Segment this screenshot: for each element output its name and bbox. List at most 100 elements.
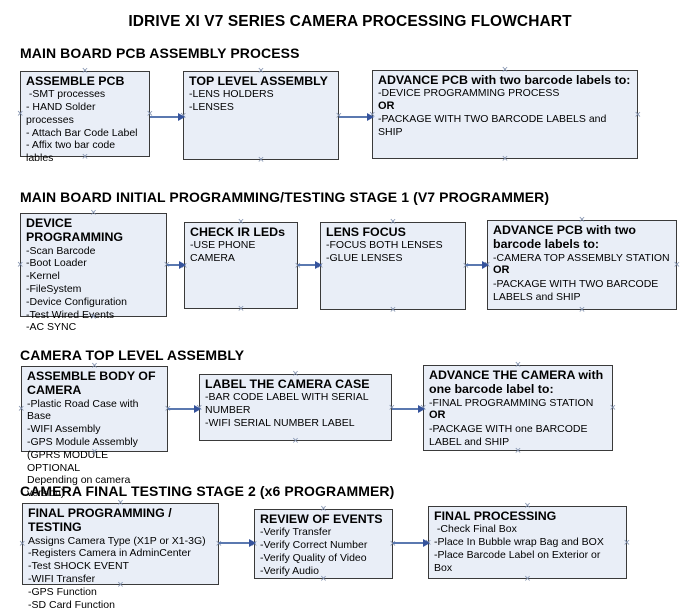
box-line: -CAMERA TOP ASSEMBLY STATION — [493, 251, 670, 264]
connector-handle-icon — [515, 448, 521, 454]
box-line: -PACKAGE WITH one BARCODE LABEL and SHIP — [429, 422, 591, 448]
box-line: - Affix two bar code lables — [26, 139, 119, 165]
connector-handle-icon — [292, 371, 298, 377]
flow-arrow — [168, 405, 201, 413]
box-line: -GPS Module Assembly — [27, 435, 138, 448]
box-line: -LENSES — [189, 101, 234, 114]
connector-handle-icon — [258, 68, 264, 74]
box-line: -Check Final Box — [434, 523, 517, 536]
connector-handle-icon — [610, 405, 616, 411]
connector-handle-icon — [635, 112, 641, 118]
box-line: -Kernel — [26, 270, 60, 283]
flow-arrow — [392, 405, 425, 413]
connector-handle-icon — [390, 219, 396, 225]
box-line: -DEVICE PROGRAMMING PROCESS — [378, 87, 560, 100]
box-line: -BAR CODE LABEL WITH SERIAL NUMBER — [205, 391, 372, 417]
box-line: -FileSystem — [26, 282, 82, 295]
flow-arrow — [393, 539, 430, 547]
box-title: LENS FOCUS — [326, 225, 406, 239]
connector-handle-icon — [258, 157, 264, 163]
box-line: -AC SYNC — [26, 321, 77, 334]
connector-handle-icon — [238, 306, 244, 312]
box-line: -GLUE LENSES — [326, 252, 403, 265]
connector-handle-icon — [390, 307, 396, 313]
box-line: Depending on camera version) — [27, 474, 134, 500]
box-line: -WIFI Assembly — [27, 423, 101, 436]
box-line: -SD Card Function — [28, 598, 115, 610]
connector-handle-icon — [292, 438, 298, 444]
connector-handle-icon — [91, 449, 97, 455]
box-line: -Place In Bubble wrap Bag and BOX — [434, 536, 604, 549]
box-line: -PACKAGE WITH TWO BARCODE LABELS and SHI… — [493, 277, 662, 303]
box-line-or: OR — [429, 409, 446, 422]
connector-handle-icon — [515, 362, 521, 368]
section-header-programming-stage1: MAIN BOARD INITIAL PROGRAMMING/TESTING S… — [20, 189, 550, 205]
box-title: FINAL PROCESSING — [434, 509, 557, 523]
box-assemble-pcb: ASSEMBLE PCB -SMT processes - HAND Solde… — [17, 71, 150, 164]
connector-handle-icon — [117, 500, 123, 506]
connector-handle-icon — [674, 262, 680, 268]
box-title: ASSEMBLE BODY OF CAMERA — [27, 369, 156, 398]
box-line: -FINAL PROGRAMMING STATION — [429, 396, 594, 409]
box-advance-pcb-ship-2: ADVANCE PCB with two barcode labels to: … — [487, 220, 677, 310]
box-line: -Plastic Road Case with Base — [27, 397, 142, 423]
box-line: -Verify Audio — [260, 564, 319, 577]
connector-handle-icon — [320, 506, 326, 512]
box-line: - Attach Bar Code Label — [26, 126, 138, 139]
box-line-or: OR — [493, 264, 510, 277]
connector-handle-icon — [17, 111, 23, 117]
box-lens-focus: LENS FOCUS -FOCUS BOTH LENSES -GLUE LENS… — [320, 222, 466, 310]
section-header-final-testing-stage2: CAMERA FINAL TESTING STAGE 2 (x6 PROGRAM… — [20, 483, 395, 499]
box-top-level-assembly: TOP LEVEL ASSEMBLY -LENS HOLDERS -LENSES — [183, 71, 339, 160]
box-line: -SMT processes — [26, 88, 106, 101]
box-final-programming-testing: FINAL PROGRAMMING / TESTING Assigns Came… — [19, 500, 219, 610]
connector-handle-icon — [17, 262, 23, 268]
box-line: -USE PHONE CAMERA — [190, 239, 259, 265]
box-title: TOP LEVEL ASSEMBLY — [189, 74, 328, 88]
connector-handle-icon — [117, 582, 123, 588]
flow-arrow — [339, 113, 374, 121]
box-title: ADVANCE PCB with two barcode labels to: — [378, 73, 631, 87]
box-advance-pcb-ship-1: ADVANCE PCB with two barcode labels to: … — [372, 70, 638, 159]
box-label-camera-case: LABEL THE CAMERA CASE -BAR CODE LABEL WI… — [199, 374, 392, 441]
connector-handle-icon — [19, 541, 25, 547]
flow-arrow — [298, 261, 322, 269]
box-line: -Scan Barcode — [26, 244, 96, 257]
box-title: CHECK IR LEDs — [190, 225, 286, 239]
connector-handle-icon — [624, 540, 630, 546]
connector-handle-icon — [82, 154, 88, 160]
box-line: -Place Barcode Label on Exterior or Box — [434, 548, 604, 574]
box-line: -LENS HOLDERS — [189, 88, 274, 101]
box-review-of-events: REVIEW OF EVENTS -Verify Transfer -Verif… — [254, 509, 393, 579]
box-line: -Registers Camera in AdminCenter — [28, 547, 191, 560]
connector-handle-icon — [91, 363, 97, 369]
box-title: FINAL PROGRAMMING / TESTING — [28, 506, 172, 535]
connector-handle-icon — [502, 67, 508, 73]
connector-handle-icon — [524, 503, 530, 509]
connector-handle-icon — [18, 406, 24, 412]
box-title: LABEL THE CAMERA CASE — [205, 377, 370, 391]
page-title: IDRIVE XI V7 SERIES CAMERA PROCESSING FL… — [128, 13, 572, 30]
connector-handle-icon — [502, 156, 508, 162]
flow-arrow — [150, 113, 185, 121]
connector-handle-icon — [524, 576, 530, 582]
box-advance-camera: ADVANCE THE CAMERA with one barcode labe… — [423, 365, 613, 451]
flow-arrow — [167, 261, 186, 269]
section-header-camera-top-assembly: CAMERA TOP LEVEL ASSEMBLY — [20, 347, 245, 363]
box-line: -FOCUS BOTH LENSES — [326, 239, 443, 252]
box-final-processing: FINAL PROCESSING -Check Final Box -Place… — [428, 506, 627, 579]
box-line: -WIFI SERIAL NUMBER LABEL — [205, 416, 355, 429]
box-title: ADVANCE THE CAMERA with one barcode labe… — [429, 368, 604, 397]
box-title: ASSEMBLE PCB — [26, 74, 125, 88]
box-assemble-body: ASSEMBLE BODY OF CAMERA -Plastic Road Ca… — [18, 363, 168, 499]
box-title: ADVANCE PCB with two barcode labels to: — [493, 223, 636, 252]
flow-arrow — [219, 539, 256, 547]
box-line: -Device Configuration — [26, 295, 127, 308]
box-line: -Boot Loader — [26, 257, 87, 270]
box-device-programming: DEVICE PROGRAMMING -Scan Barcode -Boot L… — [17, 213, 167, 333]
box-title: DEVICE PROGRAMMING — [26, 216, 124, 245]
box-check-ir-leds: CHECK IR LEDs -USE PHONE CAMERA — [184, 222, 298, 309]
connector-handle-icon — [579, 307, 585, 313]
flow-arrow — [466, 261, 489, 269]
